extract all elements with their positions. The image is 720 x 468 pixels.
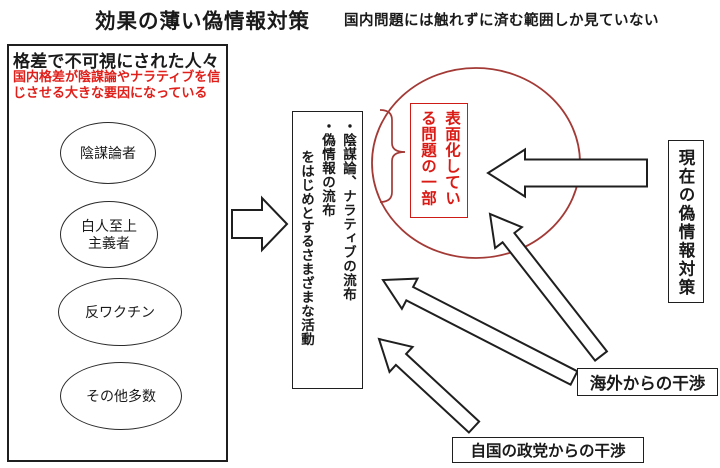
arrow-people-to-activities	[231, 195, 289, 253]
brace-icon	[379, 109, 406, 203]
left-panel-warning-text: 国内格差が陰謀論やナラティブを信じさせる大きな要因になっている	[13, 69, 221, 100]
arrow-foreign-to-activities	[381, 277, 579, 387]
group-label: 反ワクチン	[85, 303, 155, 320]
activities-line-3: をはじめとするさまざまな活動	[299, 150, 314, 346]
surfaced-line-1: 表面化してい	[443, 110, 460, 206]
current-countermeasures-box: 現在の偽情報対策	[668, 140, 704, 303]
foreign-interference-box: 海外からの干渉	[577, 368, 718, 396]
group-ellipse-white-supremacists: 白人至上主義者	[60, 201, 158, 268]
group-ellipse-anti-vaccine: 反ワクチン	[58, 278, 182, 346]
group-ellipse-conspiracy-theorists: 陰謀論者	[60, 122, 156, 184]
arrow-domestic-to-activities	[377, 337, 481, 434]
left-panel-title: 格差で不可視にされた人々	[13, 52, 220, 71]
activities-line-2: ・偽情報の流布	[320, 119, 335, 217]
activities-line-1: ・陰謀論、ナラティブの流布	[341, 119, 356, 301]
group-label: 陰謀論者	[80, 144, 136, 161]
group-ellipse-many-others: その他多数	[60, 362, 182, 430]
domestic-interference-label: 自国の政党からの干渉	[470, 443, 626, 460]
page-title: 効果の薄い偽情報対策	[95, 10, 310, 33]
arrow-current-measures-to-circle	[486, 147, 648, 199]
page-subtitle: 国内問題には触れずに済む範囲しか見ていない	[344, 13, 659, 29]
group-label: 白人至上主義者	[81, 217, 137, 251]
domestic-party-interference-box: 自国の政党からの干渉	[452, 437, 644, 463]
surfaced-line-2: る問題の一部	[419, 110, 436, 206]
arrow-foreign-to-circle	[488, 212, 609, 363]
surfaced-problems-box: 表面化してい る問題の一部	[410, 103, 468, 218]
foreign-interference-label: 海外からの干渉	[589, 375, 706, 393]
group-label: その他多数	[86, 387, 156, 404]
activities-box: ・陰謀論、ナラティブの流布 ・偽情報の流布 をはじめとするさまざまな活動	[292, 111, 363, 389]
